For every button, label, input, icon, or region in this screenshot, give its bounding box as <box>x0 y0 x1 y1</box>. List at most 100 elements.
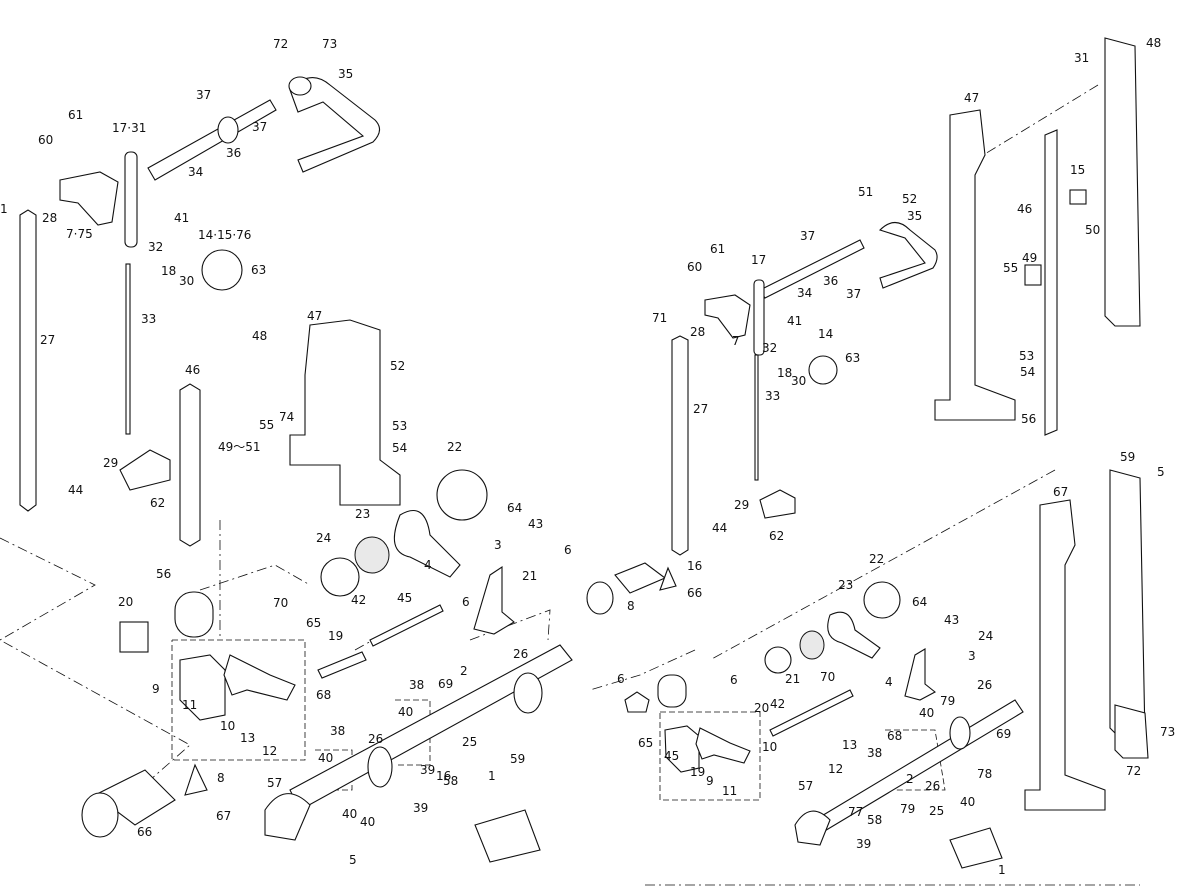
bracket-29 <box>759 489 796 519</box>
part-label-left-51: 11 <box>182 698 197 712</box>
part-label-left-65: 39 <box>420 763 435 777</box>
part-label-left-63: 40 <box>318 751 333 765</box>
part-label-right-73: 39 <box>856 837 871 851</box>
part-label-left-66: 40 <box>342 807 357 821</box>
cam-4 <box>827 611 881 659</box>
part-label-right-40: 43 <box>944 613 959 627</box>
cam-25 <box>949 716 971 750</box>
block-11 <box>664 725 700 773</box>
part-label-left-38: 4 <box>424 558 432 572</box>
part-label-left-41: 21 <box>522 569 537 583</box>
part-label-right-80: 73 <box>1160 725 1175 739</box>
part-label-left-67: 58 <box>443 774 458 788</box>
block-8 <box>93 769 176 826</box>
part-label-left-7: 61 <box>68 108 83 122</box>
cam-25 <box>513 672 543 714</box>
part-label-left-26: 74 <box>279 410 294 424</box>
part-label-left-17: 30 <box>179 274 194 288</box>
cam-4 <box>393 510 461 578</box>
part-label-right-22: 18 <box>777 366 792 380</box>
part-label-right-13: 61 <box>710 242 725 256</box>
plate-5 <box>474 809 541 863</box>
part-label-right-4: 46 <box>1017 202 1032 216</box>
part-label-right-79: 72 <box>1126 764 1141 778</box>
spring-17 <box>753 279 765 356</box>
plate-74 <box>1114 704 1149 759</box>
part-label-right-48: 20 <box>754 701 769 715</box>
part-label-left-29: 54 <box>392 441 407 455</box>
part-label-right-75: 1 <box>998 863 1006 877</box>
part-label-right-46: 6 <box>730 673 738 687</box>
part-label-left-54: 12 <box>262 744 277 758</box>
part-label-left-16: 18 <box>161 264 176 278</box>
part-label-left-69: 1 <box>488 769 496 783</box>
part-label-left-6: 34 <box>188 165 203 179</box>
part-label-right-18: 7 <box>732 334 740 348</box>
frame-72 <box>1024 499 1106 811</box>
part-label-right-35: 16 <box>687 559 702 573</box>
part-label-right-37: 66 <box>687 586 702 600</box>
part-label-right-26: 49 <box>1022 251 1037 265</box>
part-label-right-33: 62 <box>769 529 784 543</box>
part-label-right-41: 23 <box>838 578 853 592</box>
part-label-left-34: 23 <box>355 507 370 521</box>
part-label-left-18: 63 <box>251 263 266 277</box>
part-label-right-29: 56 <box>1021 412 1036 426</box>
part-label-left-24: 46 <box>185 363 200 377</box>
part-label-left-58: 69 <box>438 677 453 691</box>
part-label-right-53: 19 <box>690 765 705 779</box>
part-label-left-50: 9 <box>152 682 160 696</box>
part-label-left-35: 64 <box>507 501 522 515</box>
collar-36 <box>217 116 239 144</box>
part-label-left-40: 6 <box>564 543 572 557</box>
part-label-left-31: 62 <box>150 496 165 510</box>
part-label-right-2: 47 <box>964 91 979 105</box>
link-27 <box>671 335 689 556</box>
part-label-right-24: 63 <box>845 351 860 365</box>
part-label-left-28: 49～51 <box>218 440 261 454</box>
part-label-right-45: 6 <box>617 672 625 686</box>
part-label-left-4: 37 <box>252 120 267 134</box>
drill-45 <box>769 689 854 737</box>
part-label-right-11: 37 <box>846 287 861 301</box>
part-label-right-15: 17 <box>751 253 766 267</box>
gear-22 <box>863 581 901 619</box>
part-label-right-71: 58 <box>867 813 882 827</box>
part-label-right-21: 14 <box>818 327 833 341</box>
part-label-left-33: 22 <box>447 440 462 454</box>
part-label-right-12: 34 <box>797 286 812 300</box>
part-label-left-61: 25 <box>462 735 477 749</box>
part-label-left-19: 33 <box>141 312 156 326</box>
shaft-34 <box>147 99 277 181</box>
bushing-8 <box>586 581 614 615</box>
part-label-left-11: 28 <box>42 211 57 225</box>
part-label-right-31: 27 <box>693 402 708 416</box>
bushing-20 <box>657 674 687 708</box>
part-label-left-15: 14·15·76 <box>198 228 251 242</box>
block-10 <box>695 727 751 764</box>
crank-1 <box>794 810 831 846</box>
part-label-right-0: 31 <box>1074 51 1089 65</box>
part-label-right-49: 70 <box>820 670 835 684</box>
part-label-right-6: 51 <box>858 185 873 199</box>
part-label-left-23: 52 <box>390 359 405 373</box>
part-label-left-49: 19 <box>328 629 343 643</box>
part-label-right-54: 9 <box>706 774 714 788</box>
part-label-left-10: 1 <box>0 202 8 216</box>
part-label-right-10: 36 <box>823 274 838 288</box>
part-label-right-57: 13 <box>842 738 857 752</box>
lever-3 <box>904 648 936 701</box>
part-label-right-51: 65 <box>638 736 653 750</box>
plate-31 <box>1104 37 1141 327</box>
part-label-right-1: 48 <box>1146 36 1161 50</box>
block-49 <box>1024 264 1042 286</box>
part-label-right-68: 78 <box>977 767 992 781</box>
part-label-right-14: 60 <box>687 260 702 274</box>
part-label-left-76: 67 <box>216 809 231 823</box>
part-label-left-57: 40 <box>398 705 413 719</box>
block-11 <box>179 654 226 721</box>
bracket-16 <box>184 763 208 796</box>
part-label-right-5: 50 <box>1085 223 1100 237</box>
